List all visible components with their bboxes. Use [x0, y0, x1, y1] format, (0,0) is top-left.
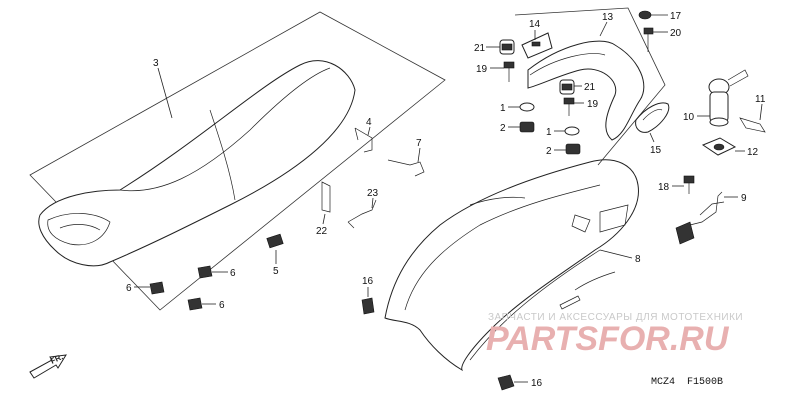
callout-14: 14 — [529, 19, 541, 30]
callout-10: 10 — [683, 112, 695, 123]
bracket-part-22 — [321, 181, 331, 213]
callout-labels: 3 4 7 22 23 5 6 6 6 16 16 8 14 13 21 21 … — [126, 11, 766, 389]
callout-21a: 21 — [474, 43, 486, 54]
front-direction-arrow — [29, 354, 67, 379]
watermark: ЗАПЧАСТИ И АКСЕССУАРЫ ДЛЯ МОТОТЕХНИКИ PA… — [486, 312, 743, 358]
callout-20: 20 — [670, 28, 682, 39]
callout-2b: 2 — [546, 146, 552, 157]
callout-18: 18 — [658, 182, 670, 193]
callout-1b: 1 — [546, 127, 552, 138]
cable-part-9 — [675, 191, 725, 245]
callout-13: 13 — [602, 12, 614, 23]
callout-23: 23 — [367, 188, 379, 199]
callout-17: 17 — [670, 11, 682, 22]
plate-part-14 — [521, 32, 553, 59]
callout-15: 15 — [650, 145, 662, 156]
grab-rail-part — [527, 40, 645, 141]
callout-4: 4 — [366, 117, 372, 128]
rubber-part-2b — [565, 143, 581, 155]
cap-part-17 — [638, 10, 652, 20]
collar-part-1a — [519, 102, 535, 112]
bracket-part-7 — [387, 159, 425, 177]
rubber-part-21b — [559, 79, 575, 95]
bolt-part-19a — [503, 61, 515, 82]
callout-19b: 19 — [587, 99, 599, 110]
callout-6a: 6 — [230, 268, 236, 279]
callout-3: 3 — [153, 58, 159, 69]
seat-group-box — [29, 11, 446, 311]
callout-1a: 1 — [500, 103, 506, 114]
callout-2a: 2 — [500, 123, 506, 134]
plate-part-15 — [635, 102, 670, 133]
plate-part-12 — [701, 137, 737, 156]
callout-9: 9 — [741, 193, 747, 204]
bracket-part-11 — [739, 117, 766, 133]
bracket-part-23 — [347, 199, 377, 229]
callout-7: 7 — [416, 138, 422, 149]
callout-22: 22 — [316, 226, 328, 237]
rear-cowl-part — [384, 159, 639, 372]
nut-part-6b — [149, 281, 165, 295]
seat-lock-part-10 — [708, 69, 749, 127]
callout-16a: 16 — [362, 276, 374, 287]
clip-part-16a — [361, 297, 375, 315]
bolt-part-20 — [643, 27, 654, 52]
grab-rail-box — [514, 7, 666, 166]
nut-part-6a — [197, 265, 213, 279]
rubber-block-part-5 — [266, 233, 284, 249]
callout-6b: 6 — [126, 283, 132, 294]
bolt-part-19b — [563, 97, 575, 116]
callout-8: 8 — [635, 254, 641, 265]
callout-6c: 6 — [219, 300, 225, 311]
callout-12: 12 — [747, 147, 759, 158]
callout-19a: 19 — [476, 64, 488, 75]
callout-11: 11 — [755, 94, 766, 105]
clip-part-16b — [497, 374, 515, 391]
front-direction-label: FR. — [49, 352, 64, 366]
seat-part — [38, 60, 356, 267]
callout-5: 5 — [273, 266, 279, 277]
collar-part-1b — [564, 126, 580, 136]
nut-part-6c — [187, 297, 203, 311]
watermark-subtitle: ЗАПЧАСТИ И АКСЕССУАРЫ ДЛЯ МОТОТЕХНИКИ — [488, 312, 743, 323]
callout-16b: 16 — [531, 378, 543, 389]
watermark-brand: PARTSFOR.RU — [486, 320, 730, 358]
bracket-part-4 — [354, 127, 373, 153]
callout-21b: 21 — [584, 82, 596, 93]
diagram-footer-code: MCZ4 F1500B — [651, 377, 723, 388]
bolt-part-18 — [683, 175, 695, 194]
rubber-part-2a — [519, 121, 535, 133]
rubber-part-21a — [499, 39, 515, 55]
